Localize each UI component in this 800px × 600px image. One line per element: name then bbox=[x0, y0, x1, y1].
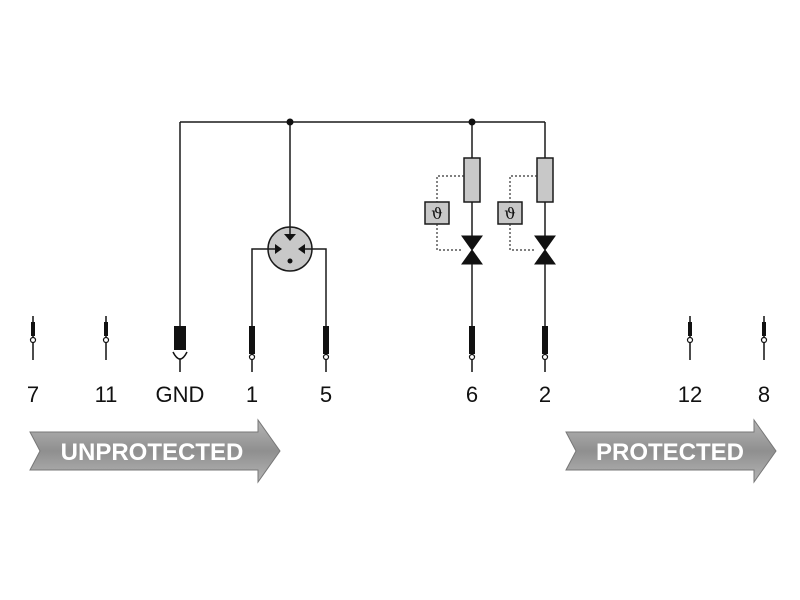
sensor-wire-pin-5 bbox=[312, 248, 327, 326]
pin-label-8: 8 bbox=[758, 382, 770, 407]
sensor-element bbox=[267, 226, 313, 272]
pin-1-connector bbox=[248, 326, 256, 372]
protected-label: PROTECTED bbox=[596, 439, 744, 466]
pin-gnd-connector bbox=[172, 326, 188, 372]
heater-element-2 bbox=[536, 157, 554, 203]
heater-element-1 bbox=[463, 157, 481, 203]
pin-6-connector bbox=[468, 326, 476, 372]
pin-5-connector bbox=[322, 326, 330, 372]
pin-2-connector bbox=[541, 326, 549, 372]
unprotected-label: UNPROTECTED bbox=[61, 439, 244, 466]
pin-label-2: 2 bbox=[539, 382, 551, 407]
pin-label-11: 11 bbox=[95, 382, 118, 407]
unprotected-arrow: UNPROTECTED bbox=[29, 418, 281, 484]
connector-pins bbox=[29, 316, 768, 372]
pin-7-connector bbox=[29, 316, 37, 360]
pin-label-7: 7 bbox=[27, 382, 39, 407]
valve-symbol-2 bbox=[534, 235, 556, 265]
heater-branch-2: ϑ bbox=[497, 157, 556, 326]
pin-12-connector bbox=[686, 316, 694, 360]
heater-branch-1: ϑ bbox=[424, 157, 483, 326]
sensor-wire-pin-1 bbox=[251, 248, 268, 326]
pin-8-connector bbox=[760, 316, 768, 360]
protected-arrow: PROTECTED bbox=[565, 418, 777, 484]
pin-label-5: 5 bbox=[320, 382, 332, 407]
junction-dot-1 bbox=[286, 118, 294, 126]
thermostat-symbol-2: ϑ bbox=[504, 204, 515, 223]
pin-label-gnd: GND bbox=[156, 382, 205, 407]
pin-label-6: 6 bbox=[466, 382, 478, 407]
pin-11-connector bbox=[102, 316, 110, 360]
thermostat-symbol-1: ϑ bbox=[431, 204, 442, 223]
pin-label-1: 1 bbox=[246, 382, 258, 407]
junction-dot-2 bbox=[468, 118, 476, 126]
valve-symbol-1 bbox=[461, 235, 483, 265]
pin-label-12: 12 bbox=[678, 382, 702, 407]
